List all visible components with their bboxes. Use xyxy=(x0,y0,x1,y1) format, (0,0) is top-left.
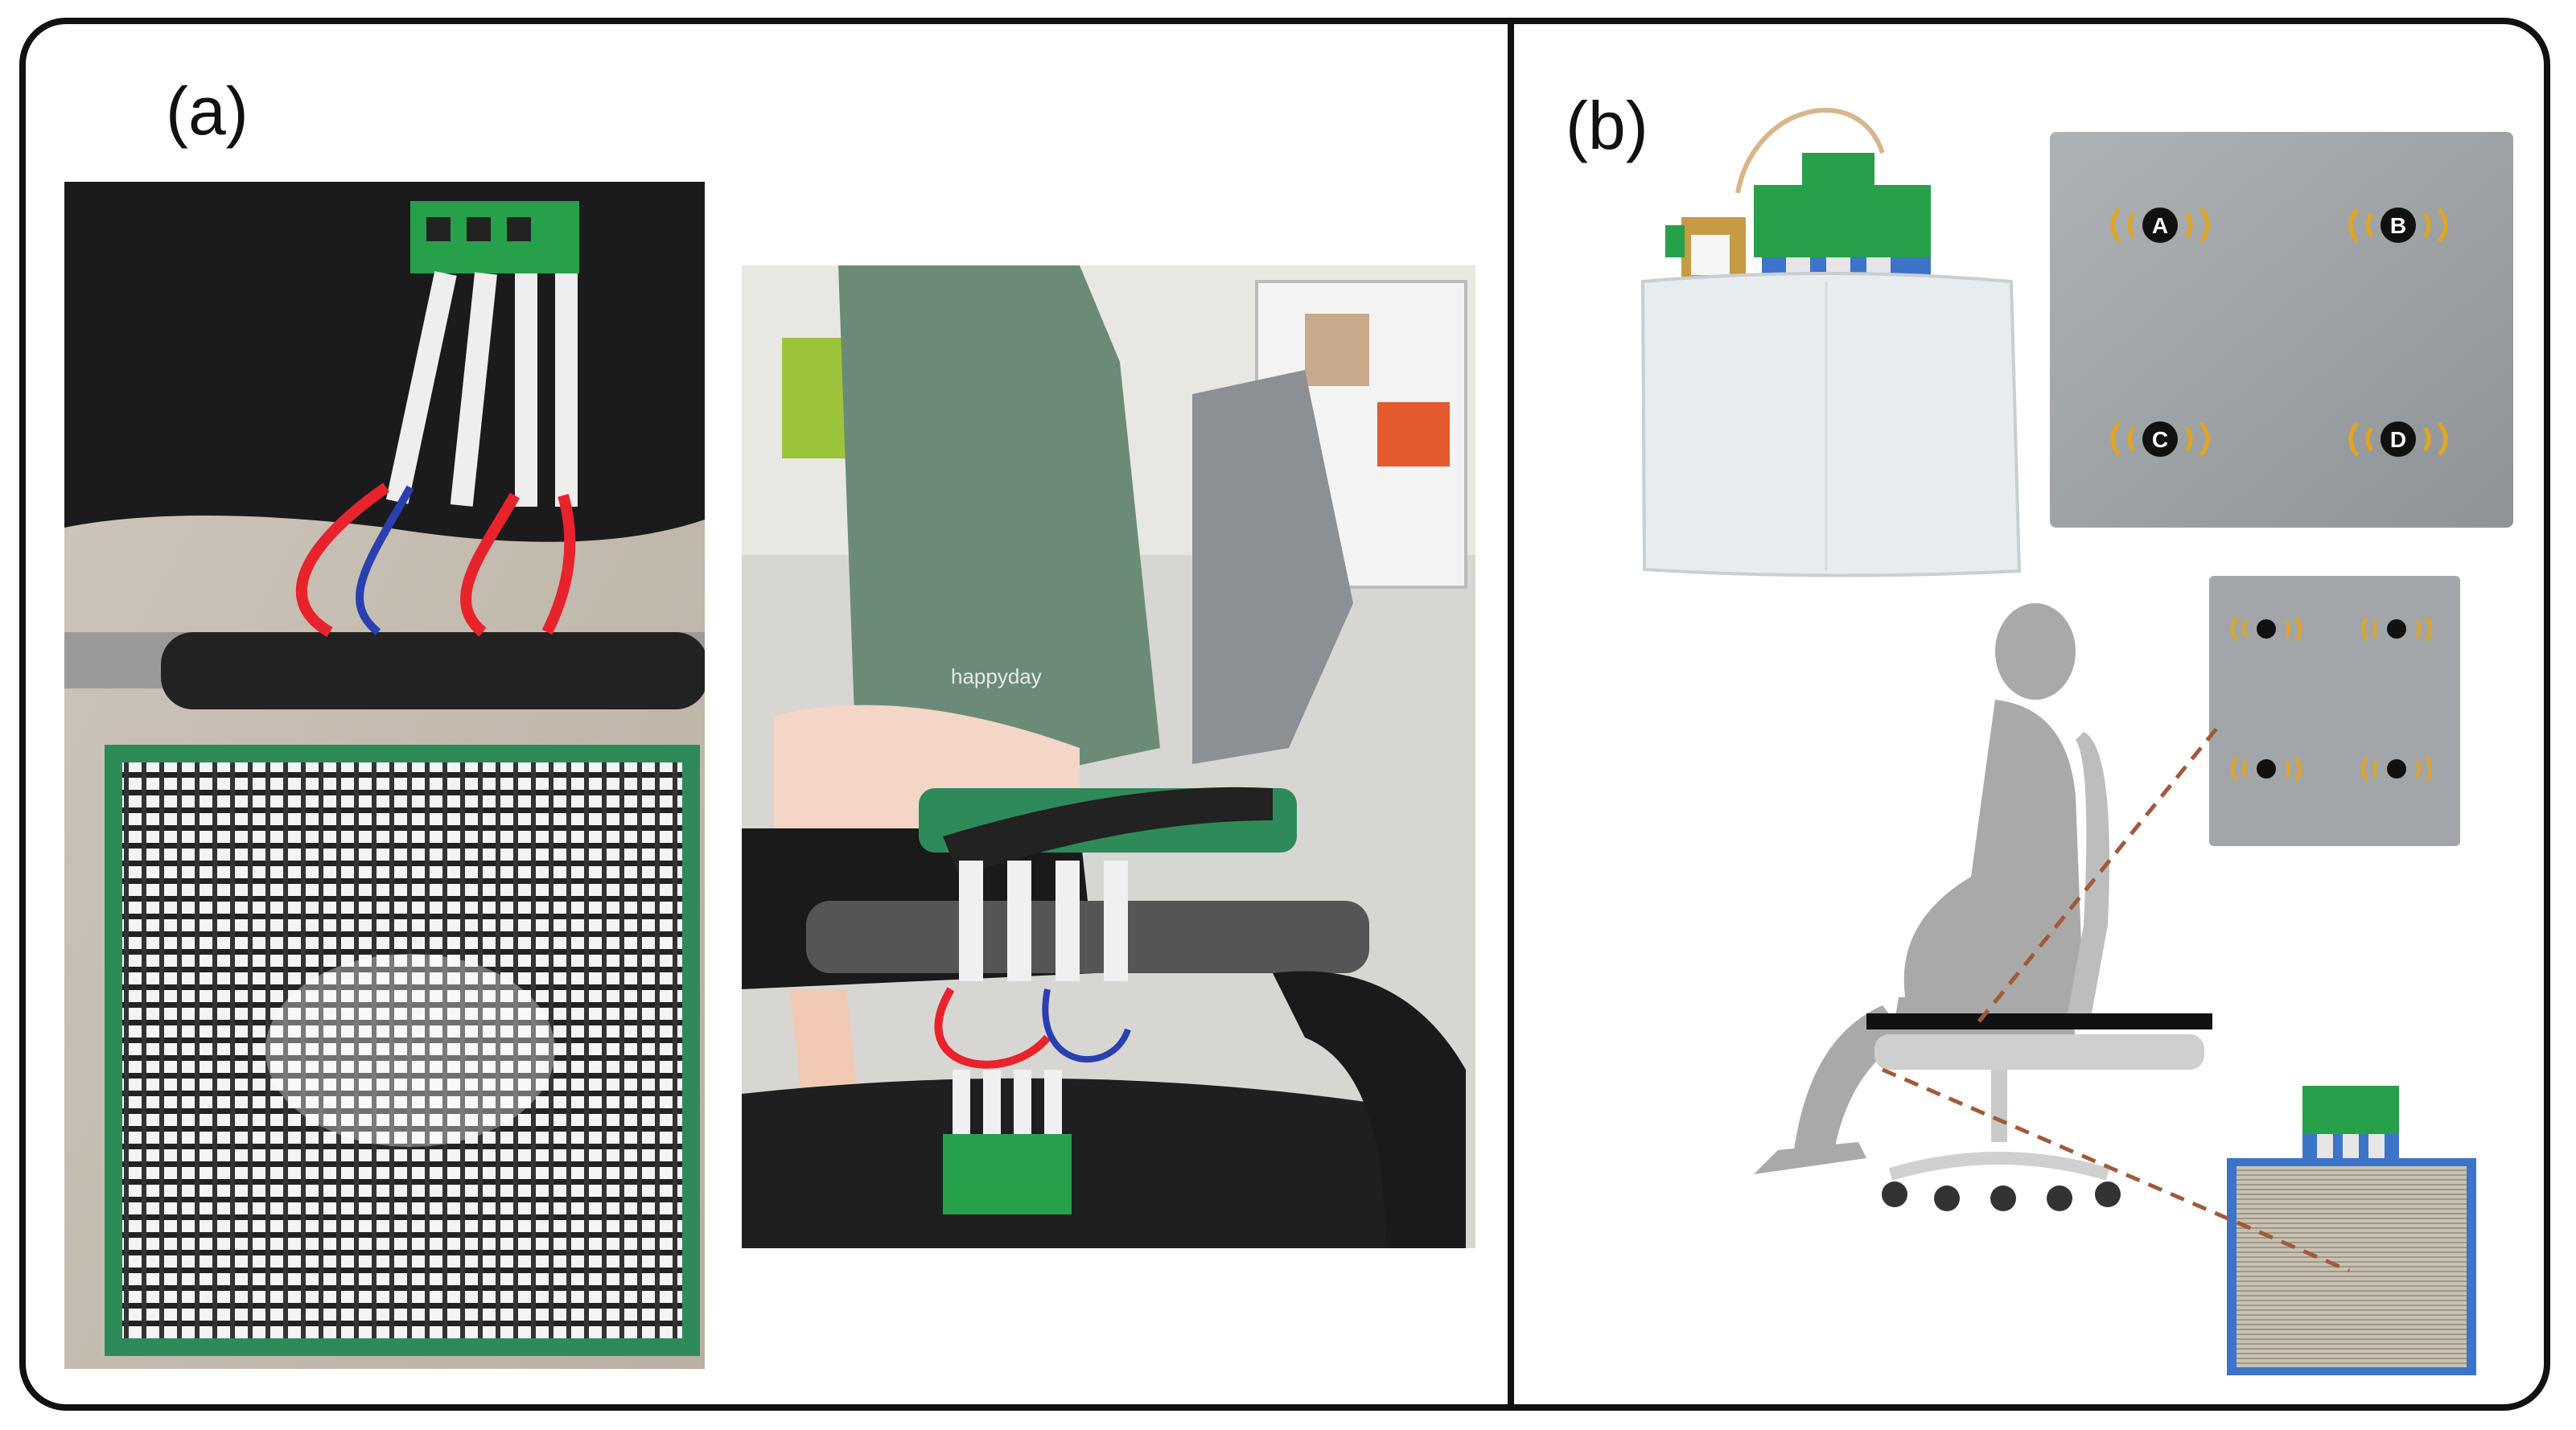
panel-divider xyxy=(1508,18,1514,1411)
sensor-b: B xyxy=(2348,208,2448,243)
sensor-dot-icon xyxy=(2387,759,2406,779)
sensor-a-label: A xyxy=(2152,213,2168,238)
sensor-d-label: D xyxy=(2390,427,2406,452)
sensor-dot-icon xyxy=(2257,619,2276,639)
sensor-a: A xyxy=(2110,208,2210,243)
sensor-c: C xyxy=(2110,421,2210,457)
sensor-layout-abcd: A B C D xyxy=(2050,132,2513,528)
sensor-b-label: B xyxy=(2390,213,2406,238)
sensor-sheet-with-board xyxy=(2222,1078,2496,1383)
sensor-layout-small xyxy=(2209,576,2460,846)
shirt-print: happyday xyxy=(951,664,1042,688)
figure-frame xyxy=(19,18,2550,1411)
sensor-cushion-with-electronics xyxy=(1633,88,2035,587)
panel-label-b: (b) xyxy=(1566,88,1648,163)
seated-person-illustration xyxy=(1730,587,2293,1247)
sensor-d: D xyxy=(2348,421,2448,457)
sensor-dot-icon xyxy=(2387,619,2406,639)
panel-label-a: (a) xyxy=(166,73,249,149)
sensor-dot-icon xyxy=(2257,759,2276,779)
office-chair-icon xyxy=(1866,732,2212,1211)
photo-person-seated: happyday xyxy=(742,265,1475,1248)
photo-sensor-mat-topview xyxy=(64,182,705,1369)
sensor-c-label: C xyxy=(2152,427,2168,452)
